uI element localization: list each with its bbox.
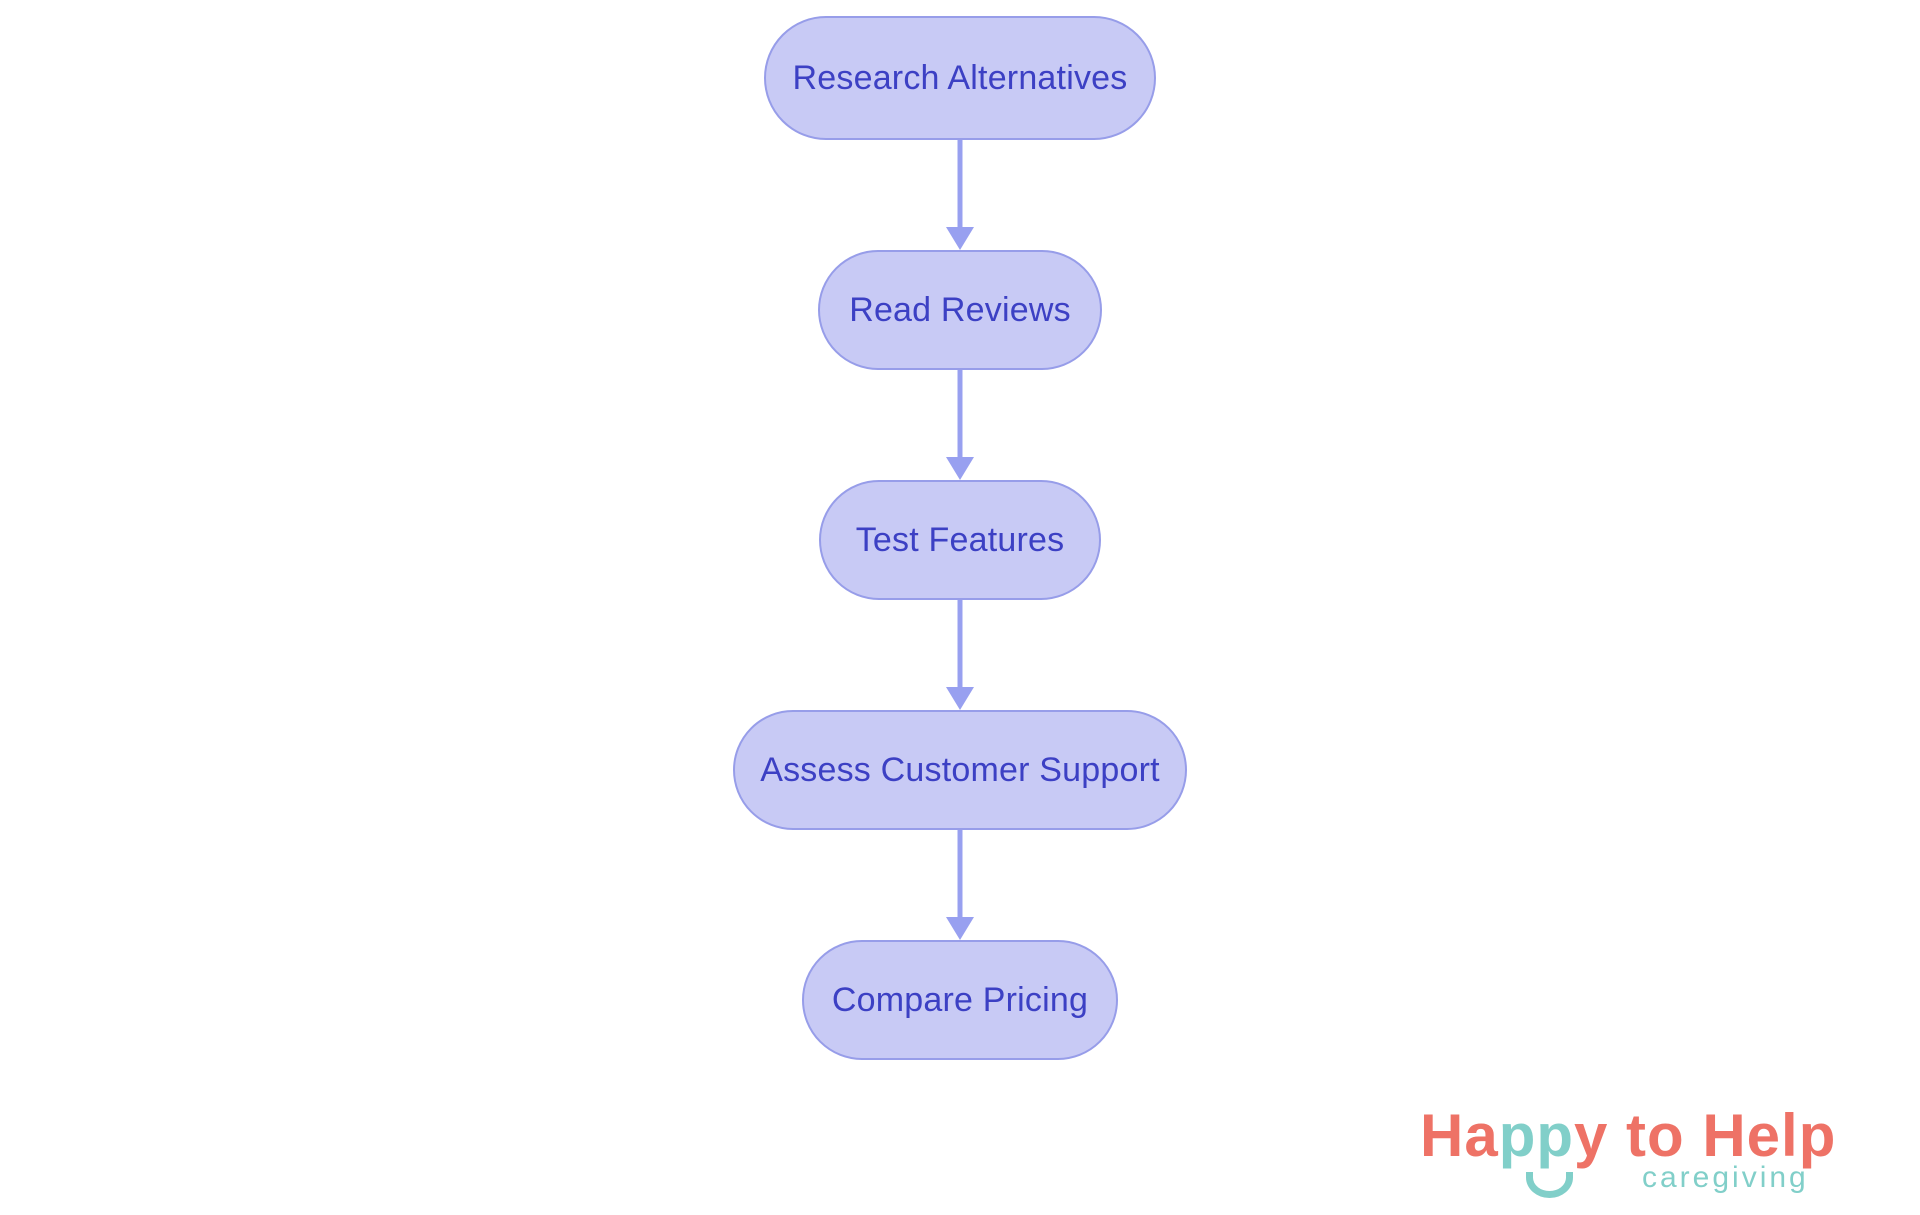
flow-arrow-3 xyxy=(945,600,975,710)
flow-node-label: Test Features xyxy=(855,520,1065,559)
flow-arrow-2 xyxy=(945,370,975,480)
logo-text-segment: pp xyxy=(1498,1102,1575,1169)
arrow-shaft xyxy=(957,830,963,919)
arrow-shaft xyxy=(957,600,963,689)
arrow-shaft xyxy=(957,370,963,459)
flow-node-label: Research Alternatives xyxy=(792,58,1128,97)
flow-arrow-4 xyxy=(945,830,975,940)
flow-node-label: Assess Customer Support xyxy=(760,750,1160,789)
flow-node-label: Read Reviews xyxy=(849,290,1071,329)
flow-node-test-features: Test Features xyxy=(819,480,1101,600)
flow-node-read-reviews: Read Reviews xyxy=(818,250,1102,370)
happy-to-help-logo: Happy to Help caregiving xyxy=(1420,1106,1890,1206)
arrow-head-icon xyxy=(946,687,974,710)
logo-wordmark: Happy to Help xyxy=(1420,1106,1890,1198)
logo-tagline: caregiving xyxy=(1642,1161,1809,1194)
smile-icon xyxy=(1526,1172,1573,1198)
arrow-head-icon xyxy=(946,227,974,250)
flow-node-label: Compare Pricing xyxy=(831,980,1089,1019)
arrow-head-icon xyxy=(946,917,974,940)
flowchart: Research Alternatives Read Reviews Test … xyxy=(733,16,1187,1060)
logo-text-segment: y to Help xyxy=(1574,1102,1837,1169)
arrow-shaft xyxy=(957,140,963,229)
flow-node-research-alternatives: Research Alternatives xyxy=(764,16,1156,140)
flow-node-compare-pricing: Compare Pricing xyxy=(802,940,1118,1060)
flow-node-assess-customer-support: Assess Customer Support xyxy=(733,710,1187,830)
logo-text-segment: Ha xyxy=(1420,1102,1499,1169)
arrow-head-icon xyxy=(946,457,974,480)
flow-arrow-1 xyxy=(945,140,975,250)
